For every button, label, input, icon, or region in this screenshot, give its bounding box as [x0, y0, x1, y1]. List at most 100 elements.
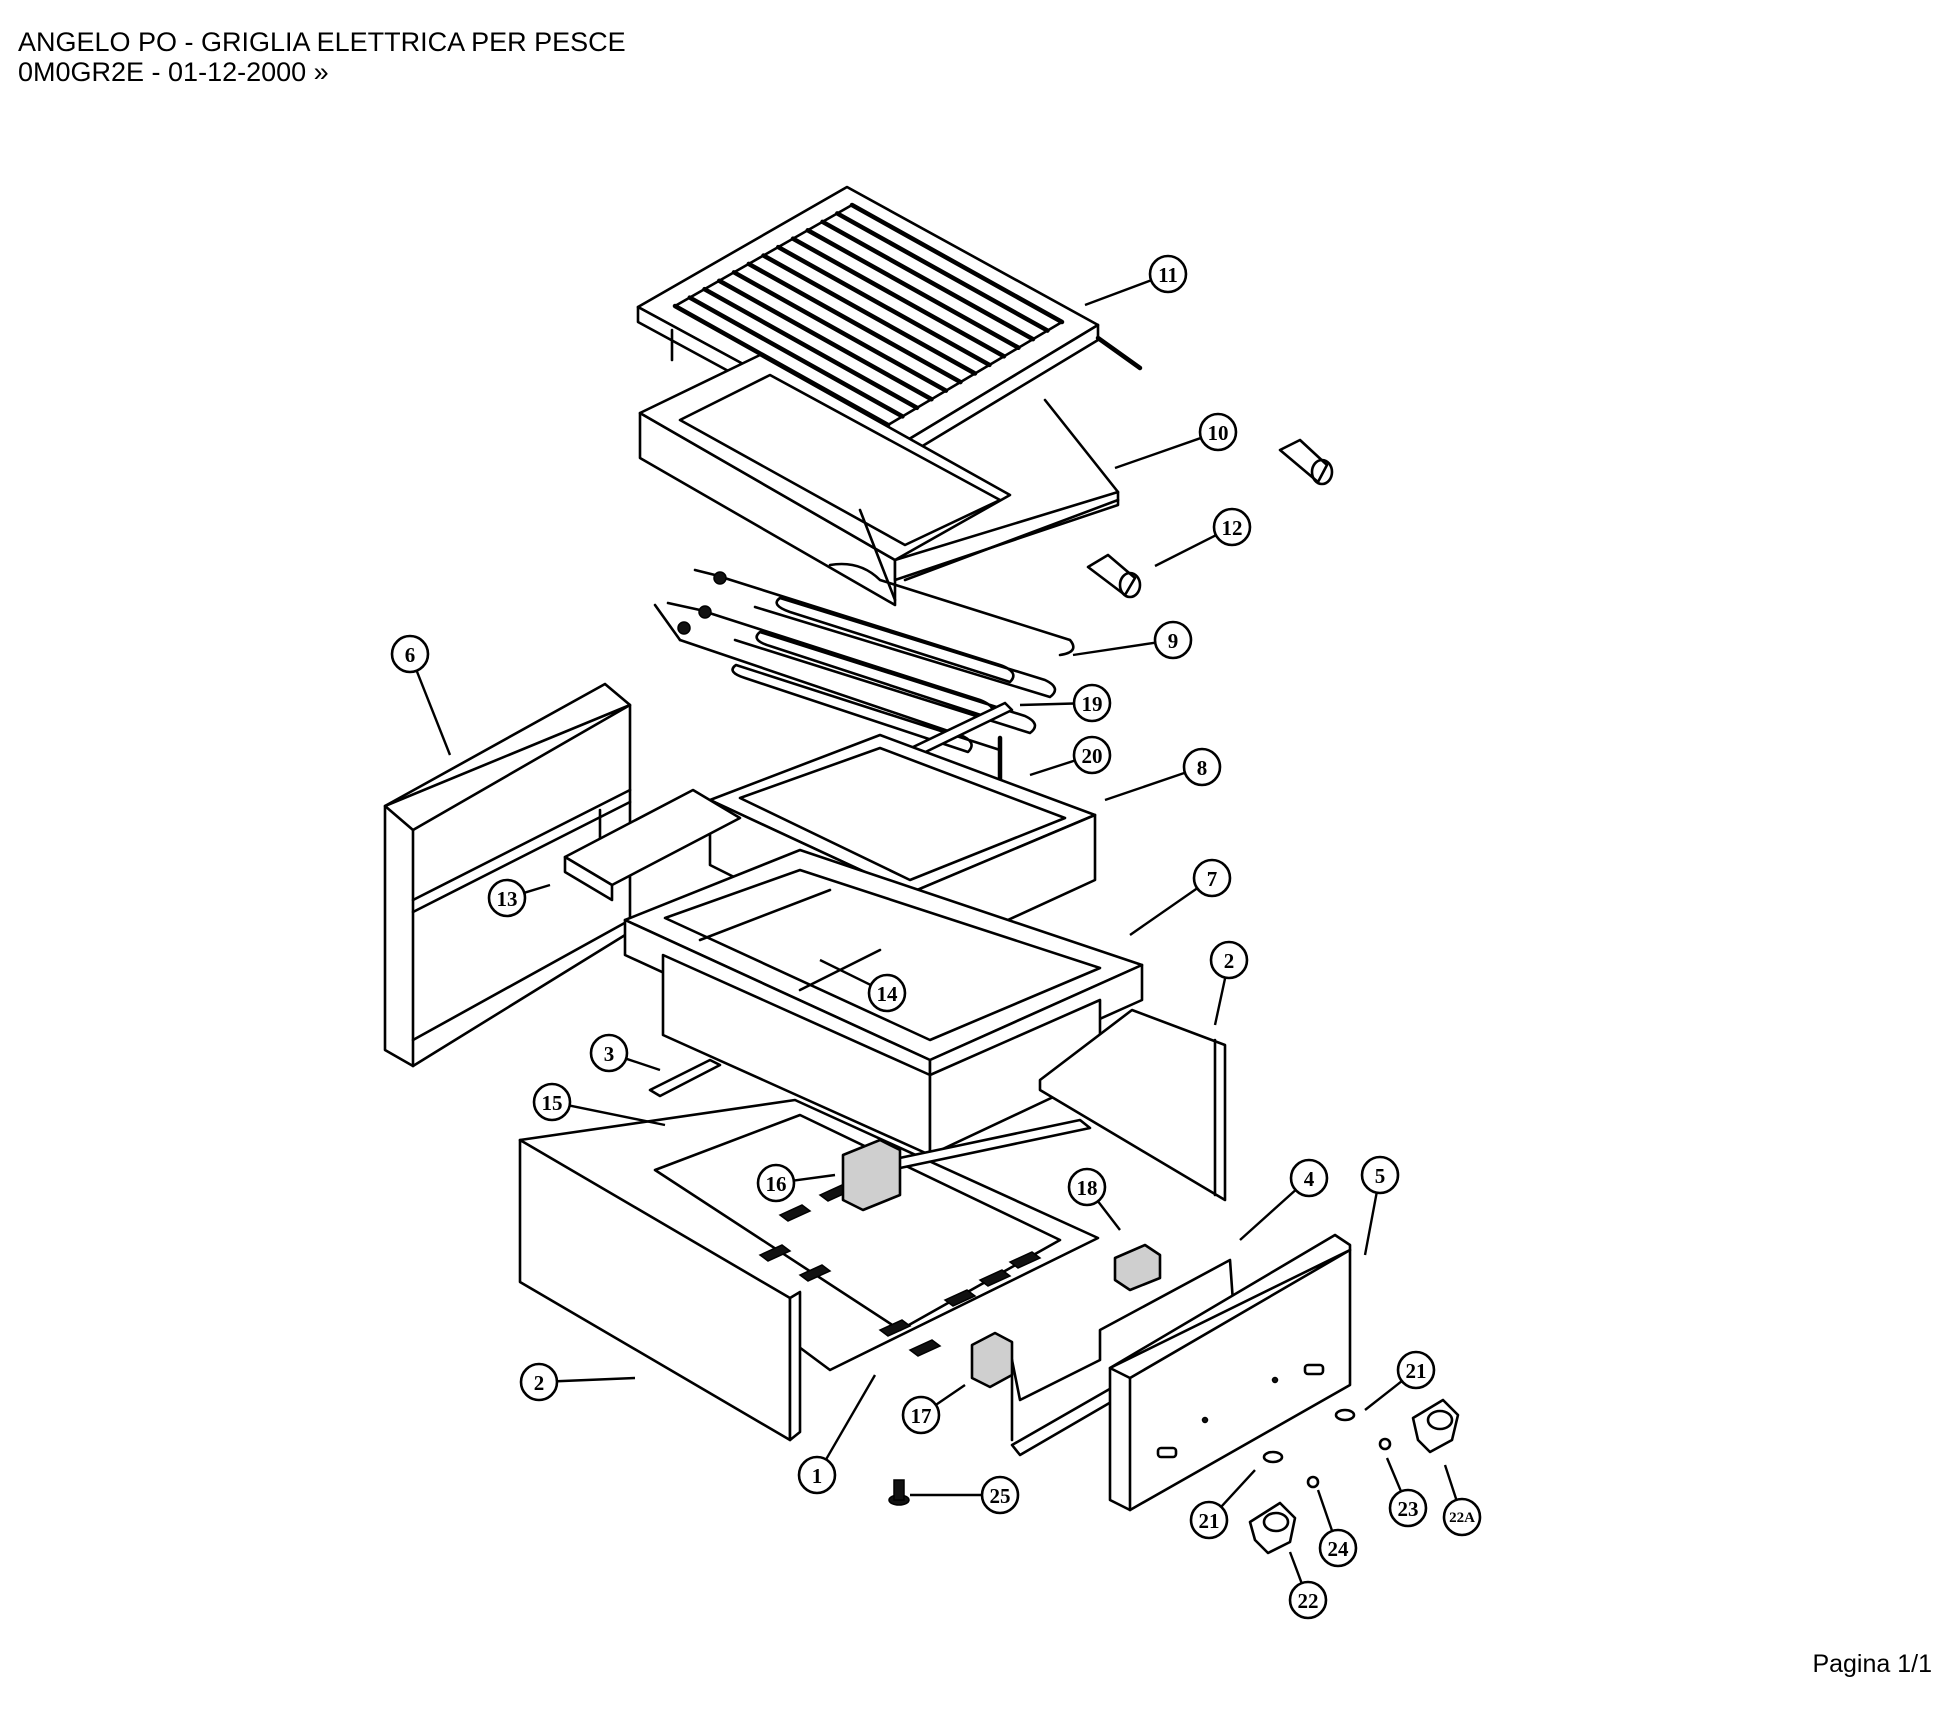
callout-number: 22: [1298, 1589, 1319, 1613]
callout-number: 2: [534, 1371, 545, 1395]
callout-bubble: [1067, 1167, 1107, 1207]
callout-number: 14: [877, 982, 899, 1006]
callout-13: 13: [487, 878, 551, 918]
grate-bar: [790, 236, 1007, 359]
vent-slot: [798, 1264, 832, 1282]
callout-6: 6: [390, 634, 452, 756]
callout-number: 12: [1222, 516, 1243, 540]
switch-part: [970, 1331, 1014, 1389]
pilot-light-10: [1278, 438, 1334, 486]
callout-bubble: [1153, 620, 1193, 660]
page-number: Pagina 1/1: [1812, 1650, 1932, 1678]
callout-number: 24: [1328, 1537, 1350, 1561]
callout-leader-line: [1288, 1551, 1303, 1584]
callout-bubble: [1360, 1155, 1400, 1195]
knob-22: [1248, 1501, 1297, 1555]
callout-bubble: [1288, 1580, 1328, 1620]
grate-bar: [746, 261, 963, 385]
callout-number: 13: [497, 887, 518, 911]
side-panel-right-part: [1038, 1008, 1227, 1202]
callout-24: 24: [1316, 1489, 1358, 1568]
vent-slot: [943, 1289, 977, 1307]
callout-number: 4: [1304, 1167, 1315, 1191]
grate-bar: [805, 228, 1021, 350]
grate-bar: [820, 219, 1036, 342]
contactor-part: [841, 1138, 902, 1212]
callout-number: 21: [1406, 1359, 1427, 1383]
vent-slot: [878, 1319, 912, 1337]
grate-bar: [702, 286, 920, 411]
callout-22A: 22A: [1442, 1464, 1482, 1537]
grate-bar: [761, 253, 978, 376]
callout-4: 4: [1239, 1158, 1329, 1241]
callout-bubble: [1189, 1500, 1229, 1540]
callout-15: 15: [532, 1082, 666, 1127]
callout-number: 5: [1375, 1164, 1386, 1188]
callout-11: 11: [1084, 254, 1188, 307]
grate-bar: [717, 278, 934, 402]
callout-bubble: [797, 1455, 837, 1495]
callout-bubble: [1442, 1497, 1482, 1537]
callout-23: 23: [1385, 1457, 1428, 1528]
callout-16: 16: [756, 1163, 836, 1203]
callout-9: 9: [1072, 620, 1193, 660]
callout-number: 10: [1208, 421, 1229, 445]
callout-leader-line: [523, 883, 551, 894]
callout-14: 14: [819, 958, 907, 1013]
callout-bubble: [901, 1395, 941, 1435]
callout-number: 11: [1158, 263, 1178, 287]
duct-part: [563, 788, 742, 902]
callout-2: 2: [519, 1362, 636, 1402]
callout-10: 10: [1114, 412, 1238, 470]
side-panel-left-part: [518, 1138, 802, 1442]
callout-bubble: [1289, 1158, 1329, 1198]
callout-number: 3: [604, 1042, 615, 1066]
back-panel-part: [383, 682, 632, 1068]
grate-bar: [687, 295, 905, 419]
callout-number: 19: [1082, 692, 1103, 716]
callout-number: 16: [766, 1172, 787, 1196]
nut-23-24: [1306, 1437, 1392, 1489]
drip-tray-part: [638, 353, 1120, 607]
drawing-code-date: 0M0GR2E - 01-12-2000 »: [18, 57, 329, 87]
callout-leader-line: [1072, 641, 1156, 657]
callout-number: 7: [1207, 867, 1218, 891]
pilot-light-12: [1086, 553, 1142, 599]
callout-leader-line: [1443, 1464, 1458, 1501]
callout-2: 2: [1209, 940, 1249, 1026]
callout-21: 21: [1189, 1469, 1256, 1540]
foot-25: [888, 1479, 910, 1506]
callout-5: 5: [1360, 1155, 1400, 1256]
callout-number: 17: [911, 1404, 932, 1428]
callout-leader-line: [1363, 1192, 1378, 1256]
grate-bar: [835, 211, 1050, 333]
callout-bubble: [589, 1033, 629, 1073]
callout-number: 6: [405, 643, 416, 667]
callout-bubble: [487, 878, 527, 918]
callout-leader-line: [935, 1384, 966, 1406]
callout-leader-line: [824, 1374, 877, 1461]
vent-slot: [758, 1244, 792, 1262]
vent-slot: [1008, 1251, 1042, 1269]
callout-25: 25: [910, 1475, 1020, 1515]
callout-19: 19: [1019, 683, 1112, 723]
callout-leader-line: [1104, 771, 1186, 802]
bracket-part: [648, 1058, 722, 1098]
control-panel-part: [1108, 1233, 1352, 1512]
callout-7: 7: [1129, 858, 1232, 936]
grate-bar: [672, 303, 891, 428]
heating-elements-part: [653, 562, 1075, 754]
callout-bubble: [1192, 858, 1232, 898]
callout-leader-line: [556, 1376, 636, 1383]
callout-leader-line: [415, 670, 452, 756]
callout-number: 25: [990, 1484, 1011, 1508]
callout-8: 8: [1104, 747, 1222, 802]
callout-leader-line: [1385, 1457, 1403, 1492]
callout-bubble: [980, 1475, 1020, 1515]
callout-bubble: [1209, 940, 1249, 980]
callout-leader-line: [569, 1104, 666, 1127]
callout-bubble: [532, 1082, 572, 1122]
vent-slot: [908, 1339, 942, 1357]
